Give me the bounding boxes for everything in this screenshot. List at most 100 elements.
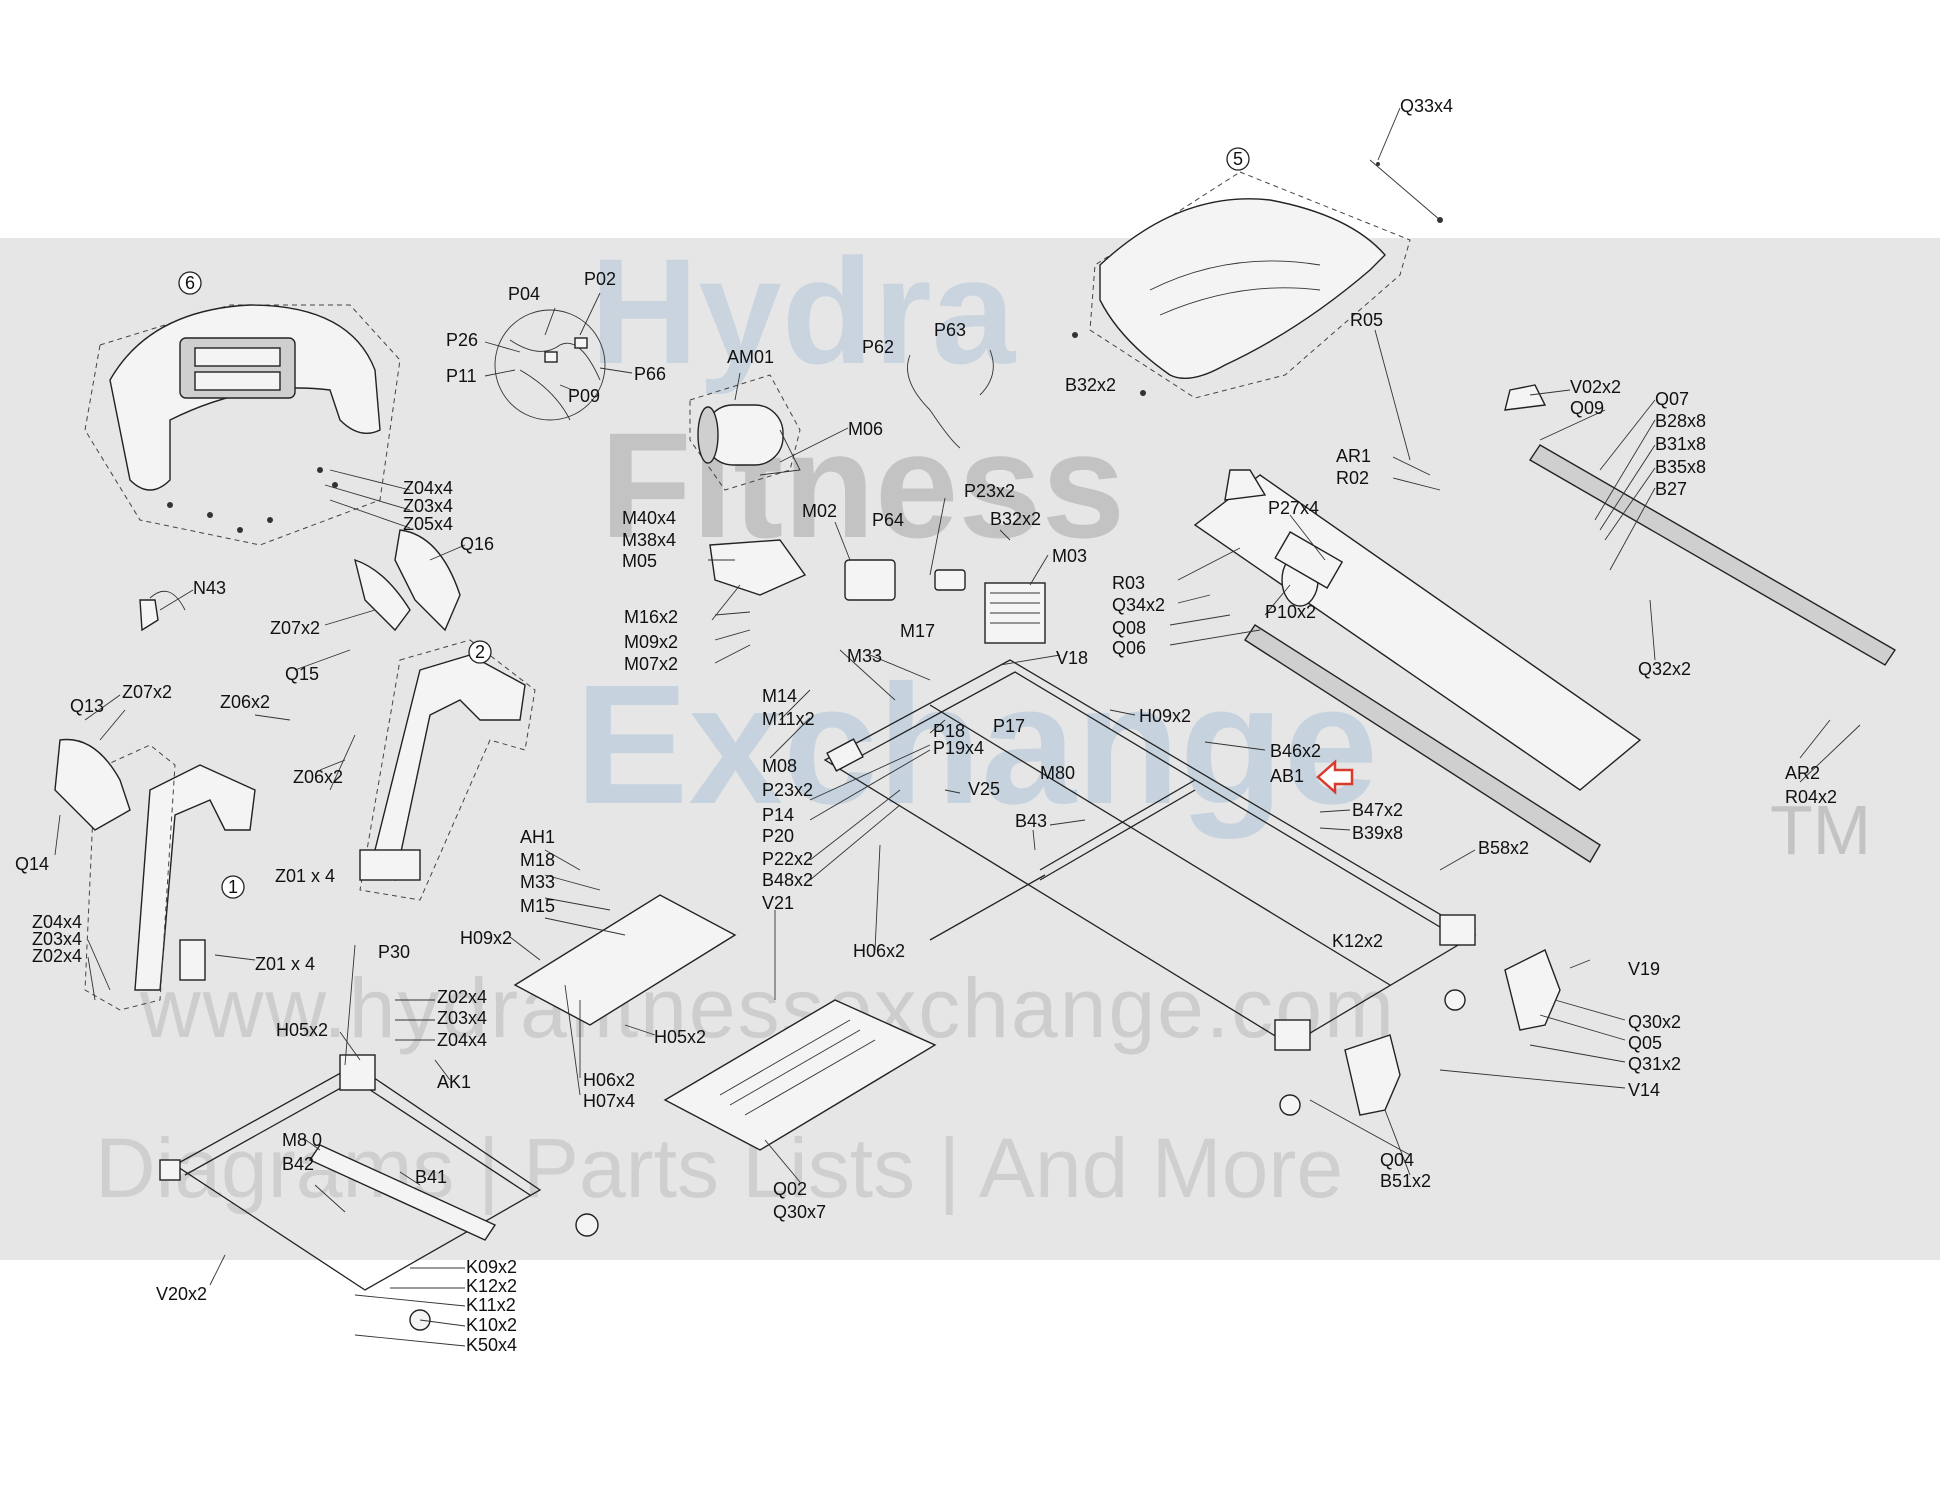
label-z04x4-mid: Z04x4 [437,1030,487,1050]
label-k10x2: K10x2 [466,1315,517,1335]
label-q06: Q06 [1112,638,1146,658]
label-q13: Q13 [70,696,104,716]
label-h06x2-mid: H06x2 [853,941,905,961]
label-b43: B43 [1015,811,1047,831]
label-m33-left: M33 [520,872,555,892]
leader-lines [54,107,1861,1347]
label-q16: Q16 [460,534,494,554]
label-v02x2: V02x2 [1570,377,1621,397]
label-q33x4: Q33x4 [1400,96,1453,116]
label-b39x8: B39x8 [1352,823,1403,843]
label-q08: Q08 [1112,618,1146,638]
label-m18: M18 [520,850,555,870]
label-q09: Q09 [1570,398,1604,418]
label-v25: V25 [968,779,1000,799]
label-n43: N43 [193,578,226,598]
label-v19: V19 [1628,959,1660,979]
label-m33-mid: M33 [847,646,882,666]
callout-6: 6 [185,273,195,293]
label-m15: M15 [520,896,555,916]
label-m09x2: M09x2 [624,632,678,652]
label-r03: R03 [1112,573,1145,593]
side-cover-q04 [1344,1034,1401,1116]
label-ah1: AH1 [520,827,555,847]
label-q15: Q15 [285,664,319,684]
label-v14: V14 [1628,1080,1660,1100]
label-p26: P26 [446,330,478,350]
label-h05x2-left: H05x2 [276,1020,328,1040]
callout-circle-1 [221,875,245,899]
label-p64: P64 [872,510,904,530]
label-q02: Q02 [773,1179,807,1199]
label-ar2: AR2 [1785,763,1820,783]
label-b46x2: B46x2 [1270,741,1321,761]
ah1-assembly [513,894,737,1026]
callout-circle-5 [1226,147,1250,171]
arrow-left-icon [1316,759,1354,795]
label-p17: P17 [993,716,1025,736]
label-p18: P18 [933,721,965,741]
label-z07x2-upper: Z07x2 [270,618,320,638]
label-q32x2: Q32x2 [1638,659,1691,679]
callout-2: 2 [475,642,485,662]
label-z06x2-lower: Z06x2 [293,767,343,787]
label-z05x4: Z05x4 [403,514,453,534]
label-h09x2-left: H09x2 [460,928,512,948]
part-labels: Q33x4 B32x2 R05 V02x2 Q09 Q07 B28x8 B31x… [15,96,1837,1355]
console-group [84,304,401,546]
label-m07x2: M07x2 [624,654,678,674]
label-m38x4: M38x4 [622,530,676,550]
label-q34x2: Q34x2 [1112,595,1165,615]
label-p11: P11 [446,366,477,386]
pan-group [663,999,937,1151]
label-r02: R02 [1336,468,1369,488]
label-q31x2: Q31x2 [1628,1054,1681,1074]
label-m16x2: M16x2 [624,607,678,627]
label-p22x2: P22x2 [762,849,813,869]
label-m05: M05 [622,551,657,571]
label-z02x4-mid: Z02x4 [437,987,487,1007]
label-m03: M03 [1052,546,1087,566]
label-p23x2-mid: P23x2 [762,780,813,800]
label-v20x2: V20x2 [156,1284,207,1304]
label-p09: P09 [568,386,600,406]
label-k12x2-right: K12x2 [1332,931,1383,951]
label-p66: P66 [634,364,666,384]
callout-circle-2 [468,640,492,664]
handle-bracket-right [394,529,461,632]
label-q14: Q14 [15,854,49,874]
label-z01x4-upper: Z01 x 4 [275,866,335,886]
rear-hood-group [1072,159,1443,399]
label-k09x2: K09x2 [466,1257,517,1277]
wiring-harness-detail [494,309,606,421]
label-ab1: AB1 [1270,766,1304,786]
uprights-group [84,639,536,1011]
label-m06: M06 [848,419,883,439]
label-q07: Q07 [1655,389,1689,409]
label-b27: B27 [1655,479,1687,499]
label-p10x2: P10x2 [1265,602,1316,622]
label-q04: Q04 [1380,1150,1414,1170]
label-z04x4-top: Z04x4 [403,478,453,498]
label-b31x8: B31x8 [1655,434,1706,454]
label-v21: V21 [762,893,794,913]
label-b58x2: B58x2 [1478,838,1529,858]
main-frame-group [823,659,1477,1116]
label-r04x2: R04x2 [1785,787,1837,807]
label-b35x8: B35x8 [1655,457,1706,477]
label-k50x4: K50x4 [466,1335,517,1355]
label-m40x4: M40x4 [622,508,676,528]
label-m14: M14 [762,686,797,706]
label-m17: M17 [900,621,935,641]
label-q05: Q05 [1628,1033,1662,1053]
label-z01x4-lower: Z01 x 4 [255,954,315,974]
label-p04: P04 [508,284,540,304]
label-z03x4-mid: Z03x4 [437,1008,487,1028]
label-m11x2: M11x2 [762,709,815,729]
label-p02: P02 [584,269,616,289]
label-am01: AM01 [727,347,774,367]
callout-5: 5 [1233,149,1243,169]
callout-1: 1 [228,877,238,897]
